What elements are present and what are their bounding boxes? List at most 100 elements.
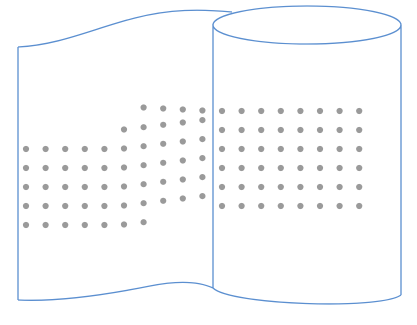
- pattern-dot: [120, 202, 128, 209]
- pattern-dot: [42, 221, 49, 229]
- pattern-dot: [277, 126, 284, 134]
- pattern-dot: [316, 107, 324, 115]
- pattern-dot: [297, 107, 304, 115]
- pattern-dot: [120, 145, 128, 152]
- pattern-dot: [336, 145, 343, 153]
- dot-pattern-band: [22, 104, 363, 229]
- pattern-dot: [140, 143, 147, 150]
- pattern-dot: [120, 126, 128, 133]
- pattern-dot: [81, 164, 88, 172]
- pattern-dot: [277, 107, 284, 115]
- pattern-dot: [140, 219, 147, 226]
- pattern-dot: [316, 126, 324, 134]
- pattern-dot: [81, 202, 88, 210]
- pattern-dot: [62, 202, 69, 210]
- pattern-dot: [22, 221, 30, 229]
- pattern-dot: [81, 221, 88, 229]
- pattern-dot: [238, 145, 245, 153]
- pattern-dot: [140, 181, 147, 188]
- pattern-dot: [316, 164, 324, 172]
- pattern-dot: [140, 104, 147, 111]
- pattern-dot: [179, 157, 186, 164]
- pattern-dot: [62, 221, 69, 229]
- pattern-dot: [140, 124, 147, 131]
- pattern-dot: [336, 126, 343, 134]
- pattern-dot: [101, 183, 108, 191]
- pattern-dot: [62, 183, 69, 191]
- pattern-dot: [316, 183, 324, 191]
- pattern-dot: [62, 164, 69, 172]
- pattern-dot: [297, 145, 304, 153]
- pattern-dot: [199, 155, 206, 162]
- pattern-dot: [336, 183, 343, 191]
- pattern-dot: [277, 145, 284, 153]
- pattern-dot: [160, 159, 167, 166]
- pattern-dot: [101, 145, 108, 153]
- pattern-dot: [22, 145, 30, 153]
- pattern-dot: [297, 202, 304, 210]
- pattern-dot: [160, 121, 167, 128]
- pattern-dot: [179, 176, 186, 183]
- pattern-dot: [356, 164, 363, 172]
- pattern-dot: [22, 164, 30, 172]
- sheet-outline: [17, 5, 402, 305]
- pattern-dot: [277, 183, 284, 191]
- pattern-dot: [336, 107, 343, 115]
- pattern-dot: [238, 107, 245, 115]
- pattern-dot: [120, 164, 128, 171]
- pattern-dot: [140, 162, 147, 169]
- pattern-dot: [160, 140, 167, 147]
- pattern-dot: [218, 202, 226, 210]
- pattern-dot: [199, 136, 206, 143]
- cylinder-bottom-edge: [212, 287, 402, 305]
- pattern-dot: [81, 145, 88, 153]
- pattern-dot: [218, 145, 226, 153]
- pattern-dot: [258, 107, 265, 115]
- pattern-dot: [336, 164, 343, 172]
- pattern-dot: [179, 119, 186, 126]
- pattern-dot: [160, 105, 167, 112]
- pattern-dot: [199, 174, 206, 181]
- pattern-dot: [42, 183, 49, 191]
- pattern-dot: [42, 164, 49, 172]
- pattern-dot: [179, 138, 186, 145]
- pattern-dot: [277, 202, 284, 210]
- pattern-dot: [356, 107, 363, 115]
- sheet-bottom-edge: [17, 281, 214, 301]
- pattern-dot: [258, 183, 265, 191]
- pattern-dot: [199, 117, 206, 124]
- pattern-dot: [81, 183, 88, 191]
- pattern-dot: [160, 197, 167, 204]
- pattern-dot: [238, 183, 245, 191]
- pattern-dot: [62, 145, 69, 153]
- pattern-dot: [140, 200, 147, 207]
- pattern-dot: [101, 221, 108, 229]
- pattern-dot: [258, 164, 265, 172]
- pattern-dot: [297, 164, 304, 172]
- pattern-dot: [238, 202, 245, 210]
- pattern-dot: [238, 164, 245, 172]
- pattern-dot: [258, 126, 265, 134]
- pattern-dot: [42, 145, 49, 153]
- pattern-dot: [218, 164, 226, 172]
- pattern-dot: [238, 126, 245, 134]
- pattern-dot: [199, 193, 206, 200]
- pattern-dot: [316, 202, 324, 210]
- pattern-dot: [297, 183, 304, 191]
- pattern-dot: [258, 145, 265, 153]
- pattern-dot: [199, 107, 206, 114]
- pattern-dot: [258, 202, 265, 210]
- pattern-dot: [356, 145, 363, 153]
- pattern-dot: [297, 126, 304, 134]
- cylinder-top-ellipse: [212, 5, 402, 45]
- pattern-dot: [277, 164, 284, 172]
- pattern-dot: [160, 178, 167, 185]
- pattern-dot: [316, 145, 324, 153]
- pattern-dot: [120, 183, 128, 190]
- pattern-dot: [101, 164, 108, 172]
- sheet-top-edge: [17, 9, 233, 48]
- pattern-dot: [179, 195, 186, 202]
- pattern-dot: [218, 126, 226, 134]
- pattern-dot: [101, 202, 108, 210]
